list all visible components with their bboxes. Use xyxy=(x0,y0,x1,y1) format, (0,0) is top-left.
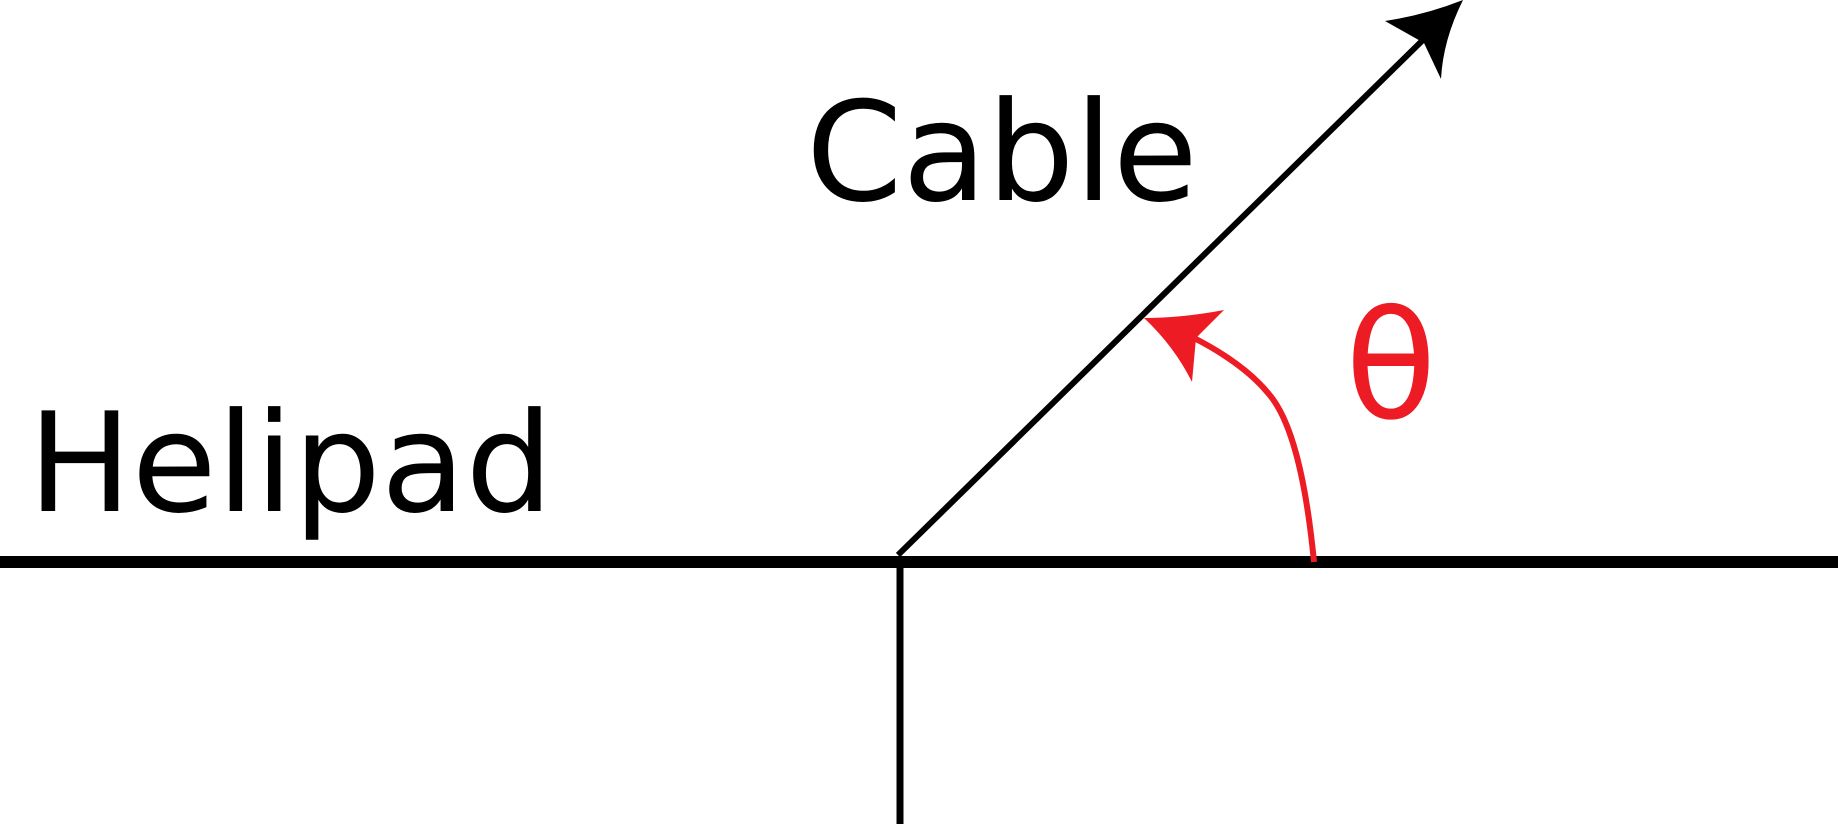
cable-label: Cable xyxy=(806,72,1198,233)
angle-arrowhead xyxy=(1144,310,1224,382)
cable-line xyxy=(895,32,1431,558)
angle-arc xyxy=(1190,334,1317,563)
cable-arrowhead xyxy=(1385,0,1463,79)
theta-angle-label: θ xyxy=(1345,280,1437,454)
helipad-label: Helipad xyxy=(28,383,554,544)
